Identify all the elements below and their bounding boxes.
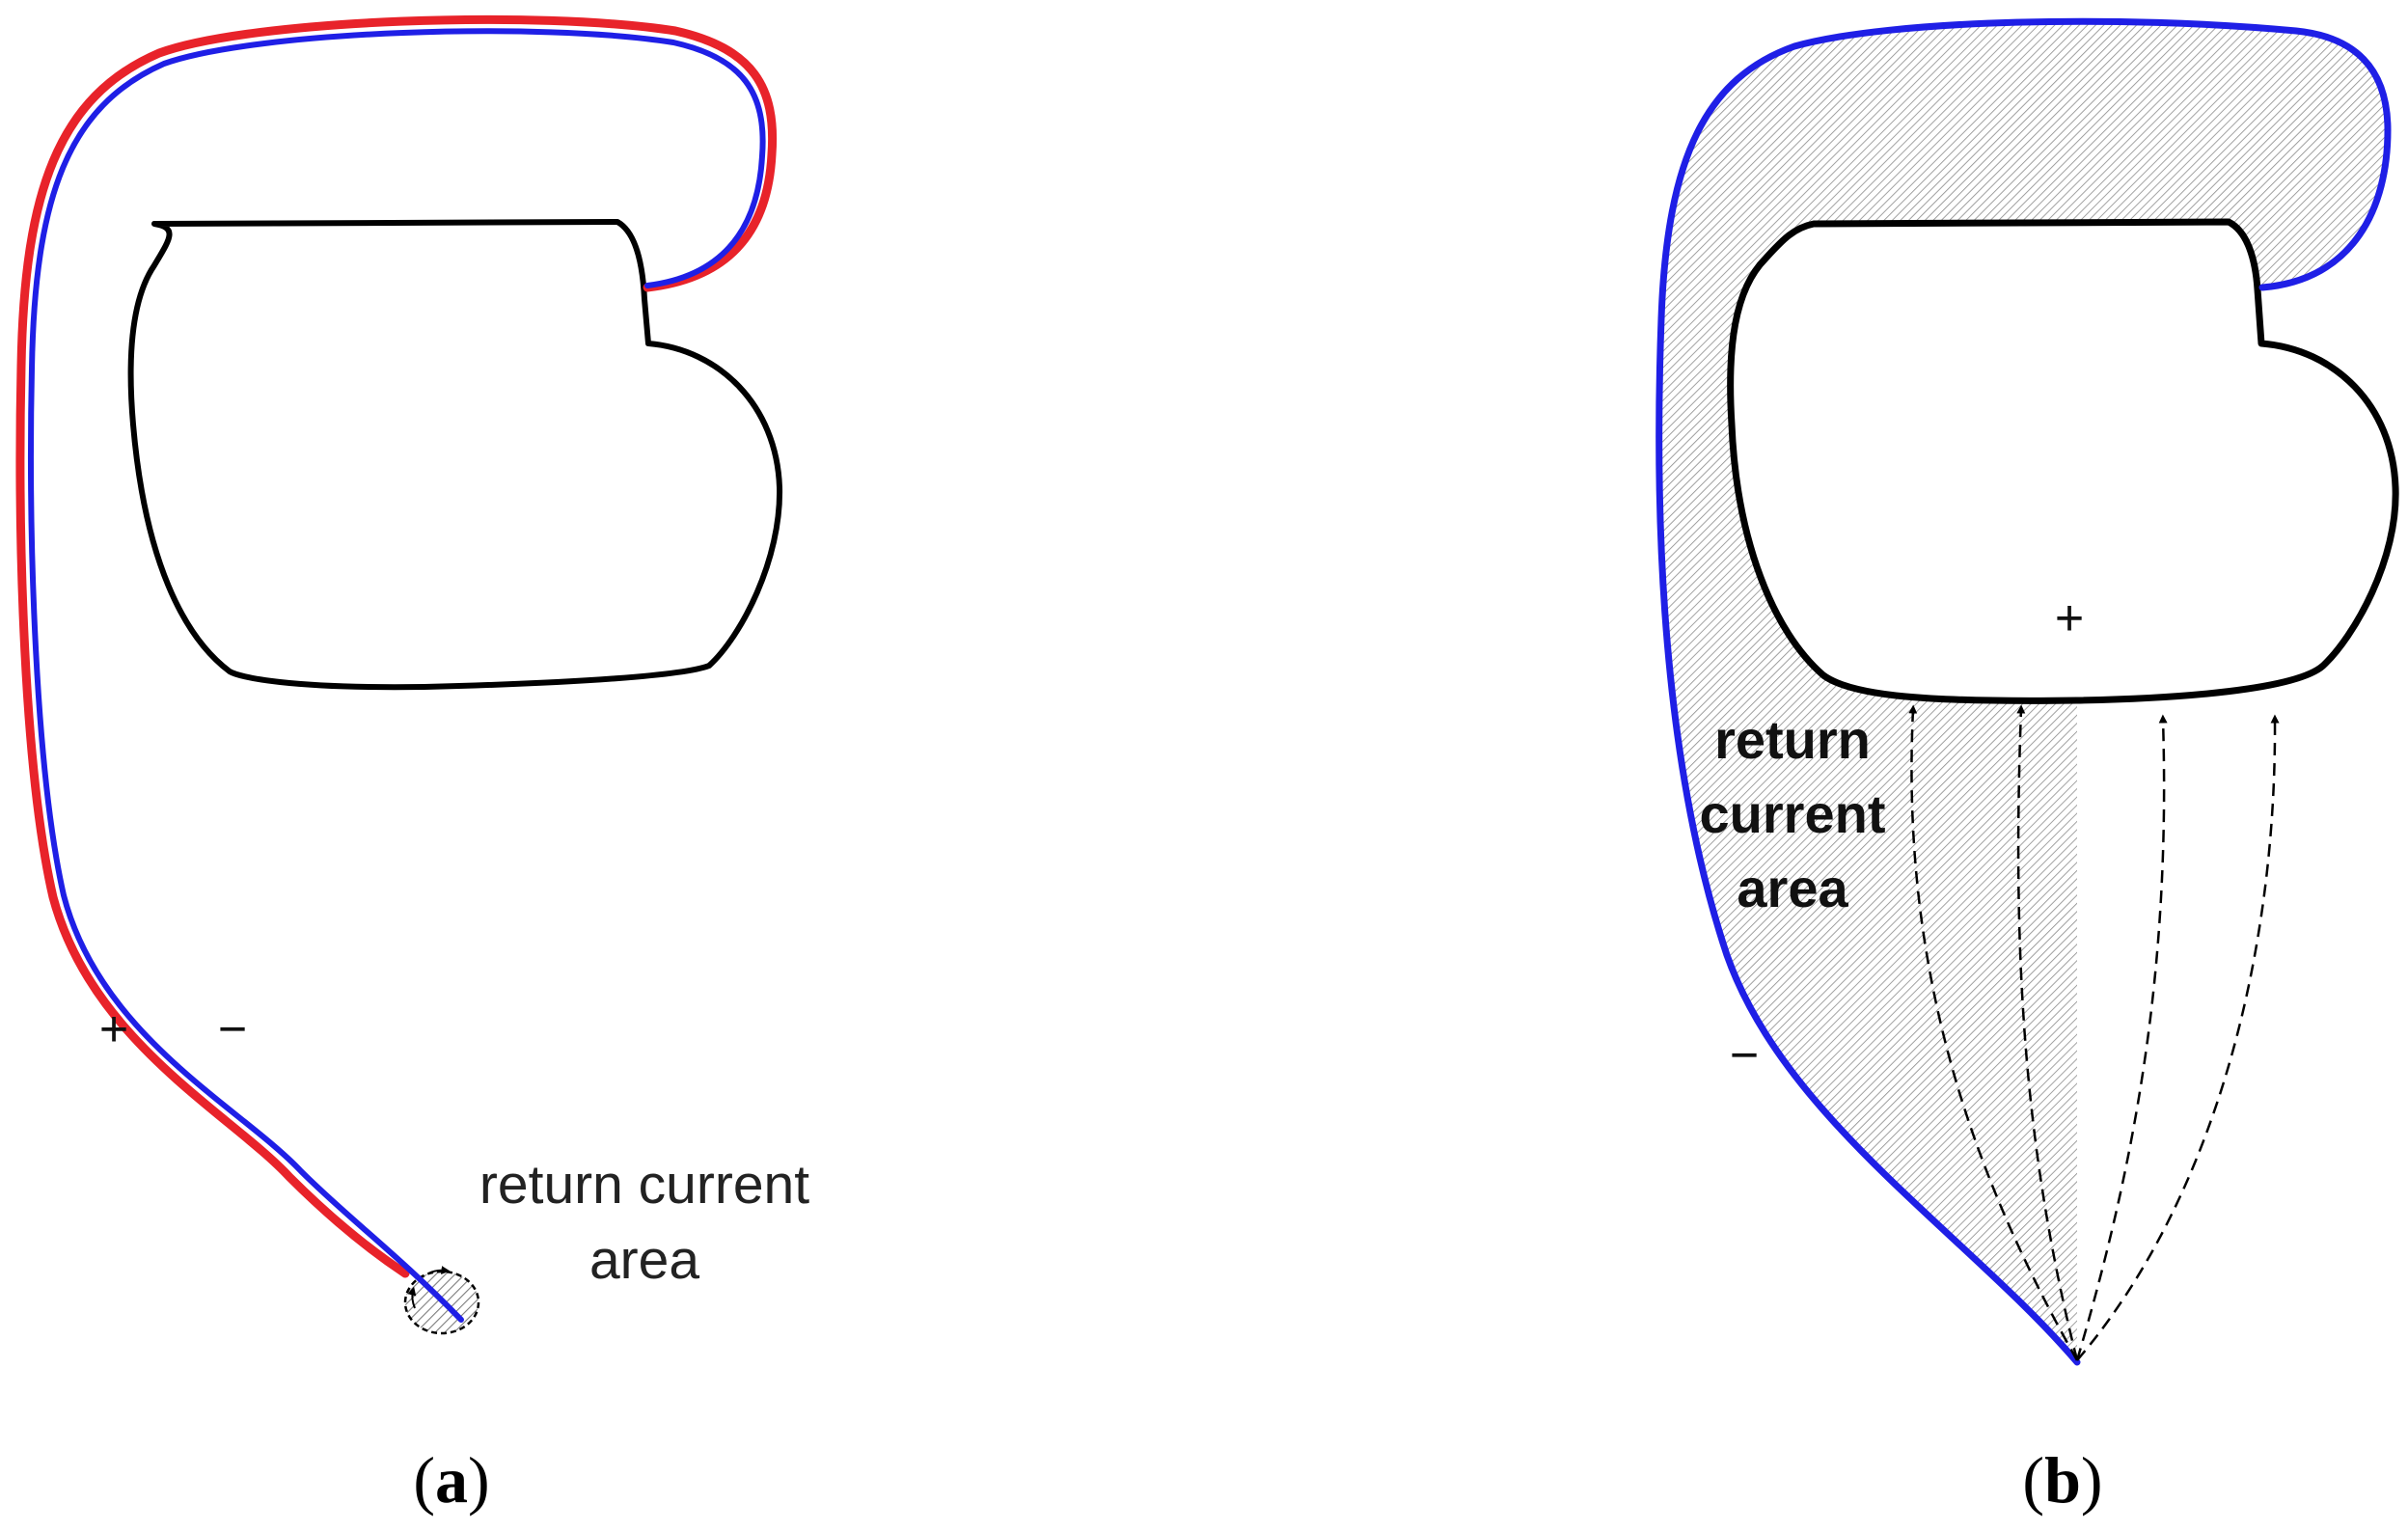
current-field-lines [1908,704,2280,1361]
caption-b: (b) [2022,1443,2102,1517]
return-current-label-a-line2: area [589,1229,699,1291]
plus-sign-a: + [99,1001,128,1057]
lead-negative-wire [28,28,766,1323]
lead-positive-wire [15,14,778,1278]
heart-outline-a [127,219,783,691]
heart-outline-b [1727,218,2399,704]
circulation-arrow-upper-icon [427,1266,451,1275]
return-current-area-b [1658,21,2388,1362]
lead-negative-wire-b [1656,17,2392,1366]
return-current-label-a-line1: return current [479,1154,809,1216]
return-current-label-b-line2: current [1700,783,1886,844]
field-line-4 [2076,714,2280,1361]
return-current-label-b-line3: area [1737,858,1848,918]
minus-sign-a: − [218,1001,247,1057]
return-current-label-b-line1: return [1714,709,1871,770]
circulation-arrow-lower-icon [407,1286,417,1309]
panel-b: + − return current area (b) [1656,17,2399,1517]
plus-sign-b: + [2055,590,2084,646]
field-line-2 [2016,704,2079,1361]
caption-a: (a) [413,1443,489,1517]
field-line-1 [1908,704,2079,1361]
field-line-3 [2075,714,2168,1361]
minus-sign-b: − [1730,1027,1759,1083]
panel-a: + − return current area (a) [15,14,809,1517]
